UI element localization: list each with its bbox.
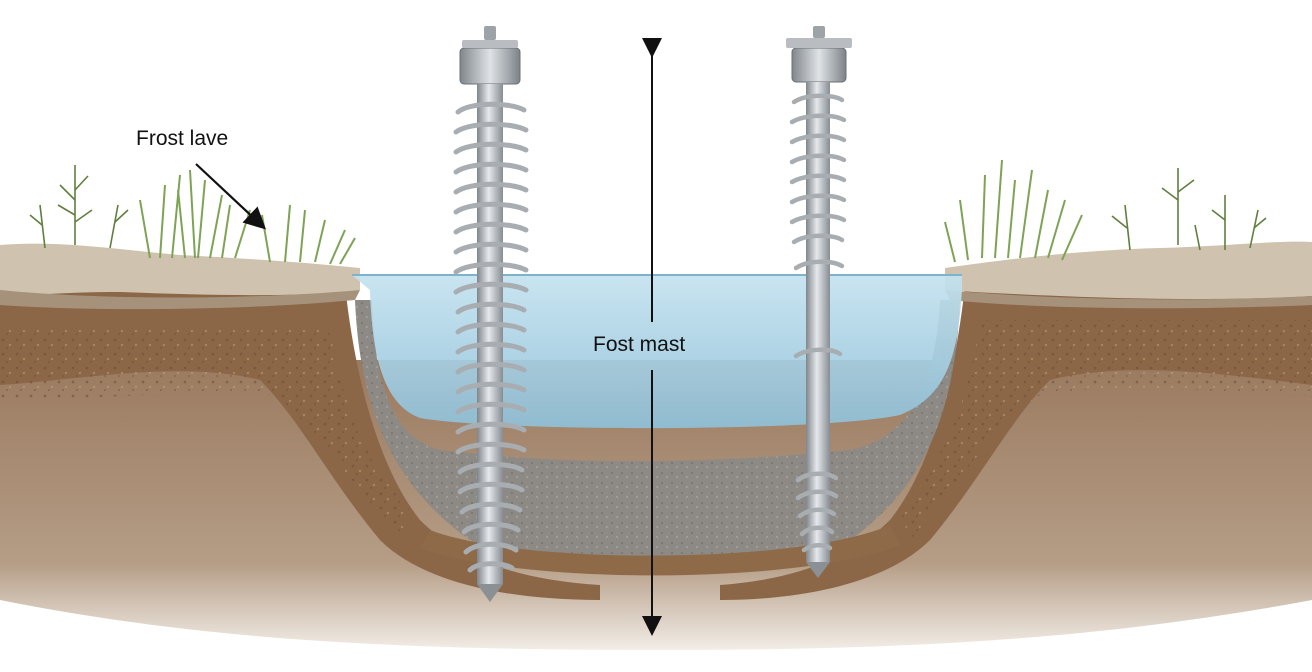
weed-right (1111, 168, 1267, 251)
topsoil-right (945, 241, 1312, 299)
topsoil-left (0, 243, 360, 298)
screw-pile-left (453, 26, 529, 602)
frost-layer-label: Frost lave (136, 127, 229, 150)
weed-left (29, 165, 129, 249)
sand-band (420, 525, 900, 576)
frost-depth-label: Fost mast (593, 333, 686, 356)
screw-pile-right (786, 26, 852, 578)
grass-left (139, 169, 356, 265)
grass-right (944, 159, 1083, 263)
frost-layer-pointer (195, 163, 267, 230)
